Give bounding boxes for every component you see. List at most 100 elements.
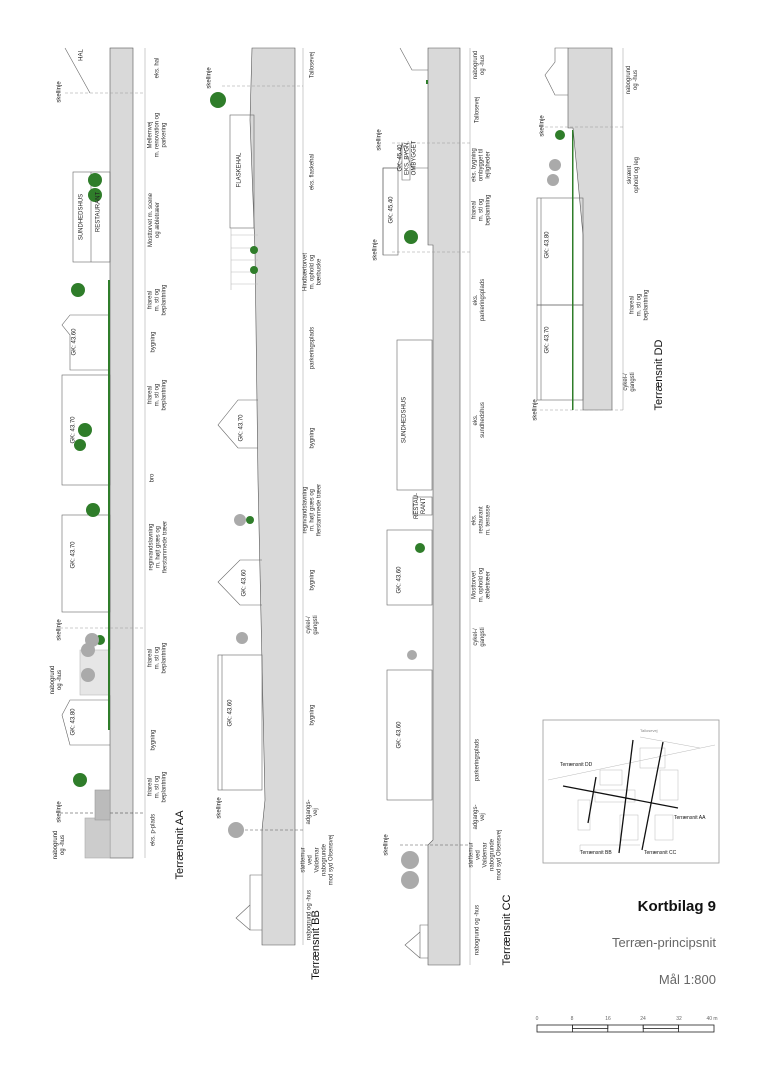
annotation: RESTAURANT [95, 191, 102, 233]
annotation: GK: 43.70 [70, 541, 77, 569]
annotation: GK: 43.60 [71, 328, 78, 356]
annotation: GK: 45.40 EKS. BYGN. OMBYGGET [397, 140, 418, 176]
annotation: GK: 43.70 [70, 416, 77, 444]
annotation: skellinje [532, 399, 539, 421]
zone-label: støttemur ved Valdemar nabogrunde mod sy… [300, 834, 335, 886]
existing-trees-bb [228, 514, 248, 838]
section-cc-drawing [382, 47, 471, 966]
keymap-label-bb: Terrænsnit BB [580, 850, 612, 856]
existing-trees-cc [401, 650, 419, 889]
section-title: Terrænsnit DD [653, 339, 665, 411]
zone-label: friareal m. sti og beplantning [629, 289, 650, 321]
zone-label: adgangs- vej [473, 804, 486, 830]
section-line-dd [587, 776, 597, 824]
section-line-cc [641, 741, 664, 851]
zone-label: eks. p-plads [150, 813, 157, 847]
building-sundhedshus [396, 339, 433, 491]
scale-bar [536, 1024, 715, 1033]
zone-label: Mellemvej m. renovation og parkering [147, 112, 168, 158]
annotation: skellinje [372, 239, 379, 261]
annotation: skellinje [56, 801, 63, 823]
annotation: skellinje [216, 797, 223, 819]
annotation: GK: 43.60 [396, 721, 403, 749]
building [386, 669, 433, 801]
annotation: GK: 43.60 [396, 566, 403, 594]
keymap-label-aa: Terrænsnit AA [674, 815, 706, 821]
street-label: Tallosevej [640, 728, 658, 733]
zone-label: skrænt ophold og leg [627, 156, 640, 194]
annotation: GK: 45.40 [388, 196, 395, 224]
vegetation-aa [71, 173, 110, 787]
zone-label: Hindbærtorvet m. ophold og bærbuske [302, 252, 323, 292]
zone-label: friareal m. sti og beplantning [147, 642, 168, 674]
scale-tick: 0 [535, 1016, 539, 1022]
vegetation-bb [210, 92, 258, 524]
zone-label: nabogrund og -hus [626, 65, 639, 95]
sheet-title: Kortbilag 9 [637, 898, 716, 915]
zone-label: nabogrund og -hus [474, 904, 481, 956]
zone-label: eks. restaurant m. terrasse [471, 504, 492, 536]
section-title: Terrænsnit CC [501, 894, 513, 966]
scale-tick: 24 [640, 1016, 646, 1022]
keymap-label-dd: Terrænsnit DD [560, 762, 593, 768]
vegetation-cc [404, 80, 428, 553]
zone-label: bygning [309, 704, 316, 726]
zone-label: cykel-/ gangsti [473, 627, 486, 647]
zone-label: cykel-/ gangsti [623, 372, 636, 392]
key-map [542, 719, 720, 864]
annotation: FLASKEHAL [236, 152, 243, 188]
sheet-scale: Mål 1:800 [658, 972, 716, 987]
annotation: skellinje [539, 115, 546, 137]
section-aa-drawing [60, 47, 146, 859]
annotation: skellinje [383, 834, 390, 856]
section-title: Terrænsnit BB [310, 910, 322, 980]
building [217, 399, 258, 449]
annotation: SUNDHEDSHUS [78, 193, 85, 241]
zone-label: cykel-/ gangsti [306, 615, 319, 635]
zone-label: Mosttorvet m. ophold og æbletræer [471, 567, 492, 603]
zone-label: eks. hal [154, 57, 161, 79]
zone-label: bygning [150, 331, 157, 353]
section-bb-drawing [217, 47, 304, 946]
ground-strip [109, 47, 134, 859]
annotation: GK: 43.70 [544, 326, 551, 354]
zone-label: adgangs- vej [306, 799, 319, 825]
ground-strip [567, 47, 613, 411]
zone-label: eks. bygning ombygget til lejligheder [471, 148, 492, 182]
existing-trees-aa [81, 633, 99, 682]
scale-tick: 32 [676, 1016, 682, 1022]
annotation: GK: 43.60 [241, 569, 248, 597]
zone-label: Tallosevej [309, 51, 316, 79]
annotation: SUNDHEDSHUS [401, 396, 408, 444]
annotation: HAL [78, 49, 85, 61]
zone-label: eks. sundhedshus [473, 402, 486, 438]
zone-label: Mosttorvet m. scene og æbletræer [148, 192, 161, 248]
sheet-subtitle: Terræn-principsnit [611, 935, 716, 950]
annotation: skellinje [56, 619, 63, 641]
building [536, 304, 584, 401]
annotation: nabogrund og -hus [50, 665, 63, 695]
zone-label: bygning [309, 427, 316, 449]
building [386, 529, 433, 606]
existing-trees-dd [547, 159, 561, 186]
keymap-label-cc: Terrænsnit CC [644, 850, 677, 856]
zone-label: bygning [309, 569, 316, 591]
scale-tick: 40 m [706, 1016, 718, 1022]
section-line-aa [562, 785, 679, 809]
scale-tick: 8 [570, 1016, 574, 1022]
annotation: RESTAU- RANT [414, 493, 427, 519]
zone-label: regnvandslavning m. højt græs og flersta… [302, 483, 323, 537]
zone-label: friareal m. sti og beplantning [147, 379, 168, 411]
building [382, 167, 399, 256]
building [61, 314, 110, 371]
building [217, 559, 262, 606]
ground-strip [249, 47, 296, 946]
zone-label: parkeringsplads [474, 738, 481, 782]
zone-label: eks. flaskehal [309, 153, 316, 191]
building [217, 654, 263, 791]
zone-label: friareal m. sti og beplantning [471, 194, 492, 226]
annotation: nabogrund og -hus [53, 830, 66, 860]
building-restaurant [412, 496, 433, 516]
annotation: GK: 43.80 [70, 708, 77, 736]
